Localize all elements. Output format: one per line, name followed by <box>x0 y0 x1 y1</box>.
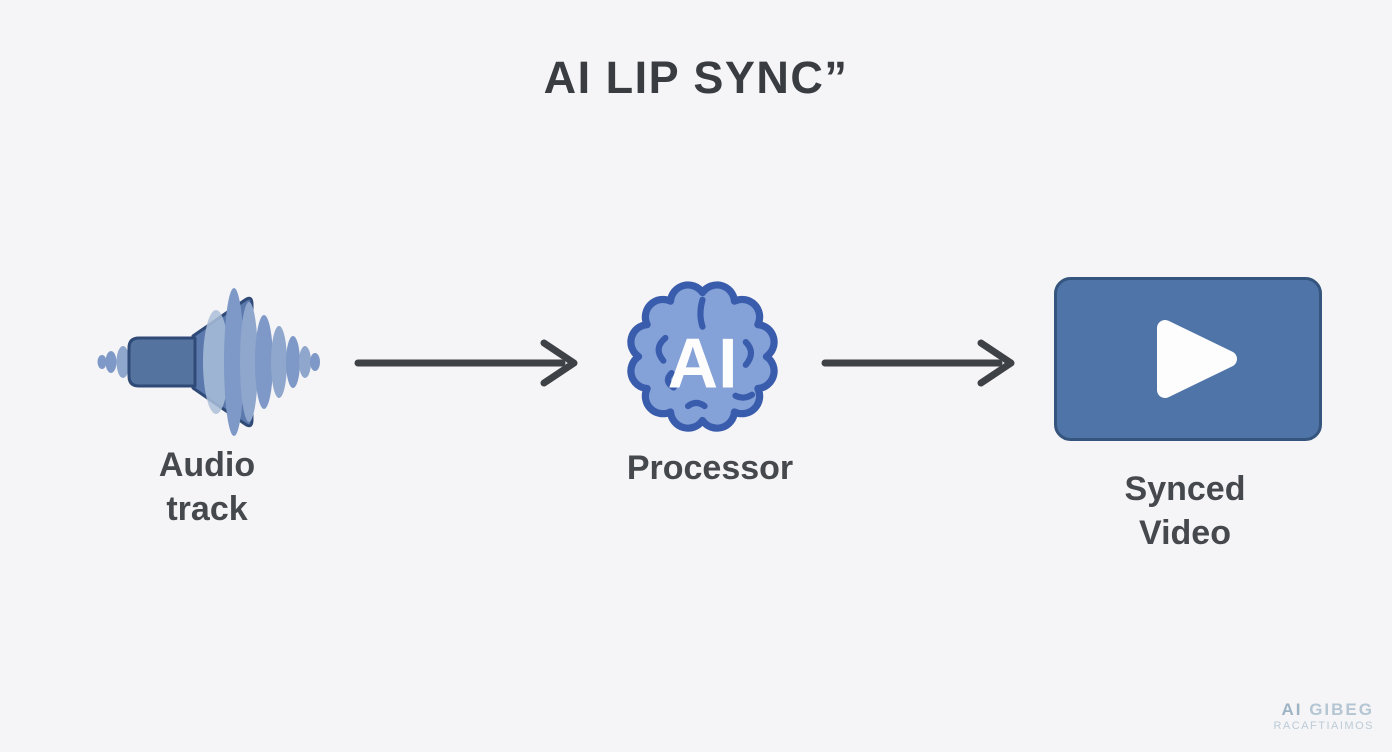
watermark-line2: RACAFTIAIMOS <box>1273 720 1374 733</box>
watermark-line1-bold: AI <box>1281 700 1303 719</box>
watermark-line1-rest: GIBEG <box>1302 700 1374 719</box>
flow-arrow-processor-to-video <box>815 328 1025 403</box>
ai-brain-icon: AI <box>620 272 785 437</box>
watermark: AI GIBEG RACAFTIAIMOS <box>1273 699 1374 734</box>
watermark-line1: AI GIBEG <box>1273 699 1374 720</box>
video-play-icon <box>1053 276 1323 442</box>
audio-waveform-icon <box>95 282 330 442</box>
node-label-audio-track: Audio track <box>158 446 256 528</box>
flow-arrow-audio-to-processor <box>348 328 588 403</box>
node-label-synced-video: Synced Video <box>1124 470 1246 552</box>
page-title: AI LIP SYNC” <box>543 52 849 103</box>
ai-brain-icon-text: AI <box>667 325 737 403</box>
node-label-processor: Processor <box>626 449 794 487</box>
